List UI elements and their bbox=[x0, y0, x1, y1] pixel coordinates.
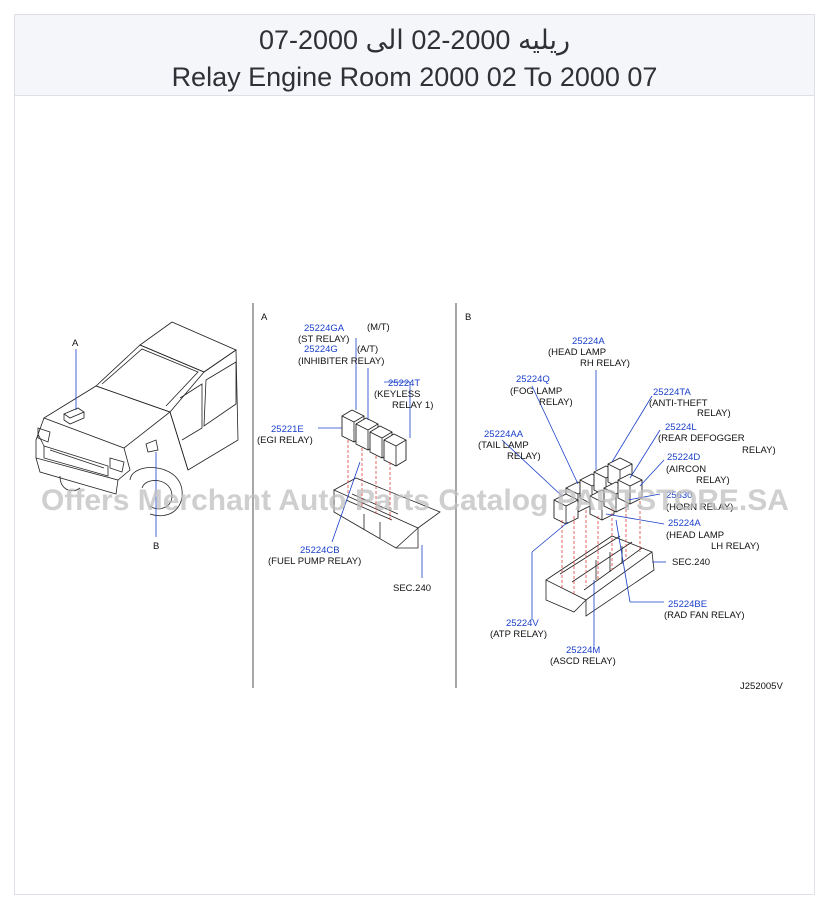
section-a: A 25224GA (M/T) bbox=[257, 312, 441, 594]
part-25224AA[interactable]: 25224AA bbox=[484, 429, 524, 440]
svg-text:(RAD FAN RELAY): (RAD FAN RELAY) bbox=[664, 610, 745, 621]
part-25224A-rh[interactable]: 25224A bbox=[572, 336, 605, 347]
svg-text:(ST RELAY): (ST RELAY) bbox=[298, 334, 349, 345]
part-25224M[interactable]: 25224M bbox=[566, 645, 600, 656]
part-25224CB[interactable]: 25224CB bbox=[300, 545, 340, 556]
part-25224D[interactable]: 25224D bbox=[667, 452, 700, 463]
relay-stack-b bbox=[553, 457, 643, 525]
section-b: B bbox=[465, 312, 776, 667]
part-25224G[interactable]: 25224G bbox=[304, 344, 338, 355]
section-a-label: A bbox=[261, 312, 268, 323]
svg-text:(HEAD LAMP: (HEAD LAMP bbox=[548, 347, 606, 358]
svg-text:(EGI RELAY): (EGI RELAY) bbox=[257, 435, 313, 446]
svg-text:(M/T): (M/T) bbox=[367, 322, 390, 333]
svg-text:(AIRCON: (AIRCON bbox=[666, 464, 706, 475]
part-25224A-lh[interactable]: 25224A bbox=[668, 518, 701, 529]
car-label-b: B bbox=[153, 541, 159, 552]
part-25224T[interactable]: 25224T bbox=[388, 378, 420, 389]
svg-text:RH RELAY): RH RELAY) bbox=[580, 358, 630, 369]
svg-text:(INHIBITER RELAY): (INHIBITER RELAY) bbox=[298, 356, 384, 367]
svg-text:RELAY): RELAY) bbox=[507, 451, 541, 462]
svg-text:(HEAD LAMP: (HEAD LAMP bbox=[666, 530, 724, 541]
relay-stack-a bbox=[341, 409, 407, 467]
diagram-card: ريليه 2000-02 الى 2000-07 Relay Engine R… bbox=[14, 14, 815, 895]
figure-id: J252005V bbox=[740, 681, 783, 692]
part-25630[interactable]: 25630 bbox=[666, 490, 692, 501]
svg-text:RELAY 1): RELAY 1) bbox=[392, 400, 433, 411]
section-a-sec-ref[interactable]: SEC.240 bbox=[393, 583, 431, 594]
svg-text:RELAY): RELAY) bbox=[696, 475, 730, 486]
svg-text:(TAIL LAMP: (TAIL LAMP bbox=[478, 440, 529, 451]
svg-text:(ANTI-THEFT: (ANTI-THEFT bbox=[649, 398, 708, 409]
car-label-a: A bbox=[72, 338, 79, 349]
svg-text:(FOG LAMP: (FOG LAMP bbox=[510, 386, 562, 397]
svg-text:RELAY): RELAY) bbox=[697, 408, 731, 419]
page-header: ريليه 2000-02 الى 2000-07 Relay Engine R… bbox=[15, 15, 814, 96]
svg-text:(FUEL PUMP RELAY): (FUEL PUMP RELAY) bbox=[268, 556, 361, 567]
part-25224Q[interactable]: 25224Q bbox=[516, 374, 550, 385]
svg-text:RELAY): RELAY) bbox=[539, 397, 573, 408]
part-25224TA[interactable]: 25224TA bbox=[653, 387, 692, 398]
svg-text:RELAY): RELAY) bbox=[742, 445, 776, 456]
page-title-english: Relay Engine Room 2000 02 To 2000 07 bbox=[171, 62, 658, 92]
section-b-label: B bbox=[465, 312, 471, 323]
svg-text:(ATP RELAY): (ATP RELAY) bbox=[490, 629, 547, 640]
part-25224L[interactable]: 25224L bbox=[665, 422, 697, 433]
svg-text:(REAR DEFOGGER: (REAR DEFOGGER bbox=[658, 433, 745, 444]
car-illustration: A B bbox=[35, 321, 239, 552]
svg-text:(HORN RELAY): (HORN RELAY) bbox=[666, 502, 733, 513]
svg-text:LH RELAY): LH RELAY) bbox=[711, 541, 759, 552]
part-25224GA[interactable]: 25224GA bbox=[304, 323, 345, 334]
part-25221E[interactable]: 25221E bbox=[271, 424, 304, 435]
part-25224BE[interactable]: 25224BE bbox=[668, 599, 707, 610]
section-b-sec-ref[interactable]: SEC.240 bbox=[672, 557, 710, 568]
svg-text:(ASCD RELAY): (ASCD RELAY) bbox=[550, 656, 616, 667]
page-title-arabic: ريليه 2000-02 الى 2000-07 bbox=[258, 25, 571, 55]
svg-text:(A/T): (A/T) bbox=[357, 344, 378, 355]
part-25224V[interactable]: 25224V bbox=[506, 618, 539, 629]
watermark-text: Offers Merchant Auto Parts Catalog PARTS… bbox=[41, 484, 789, 517]
svg-text:(KEYLESS: (KEYLESS bbox=[374, 389, 420, 400]
